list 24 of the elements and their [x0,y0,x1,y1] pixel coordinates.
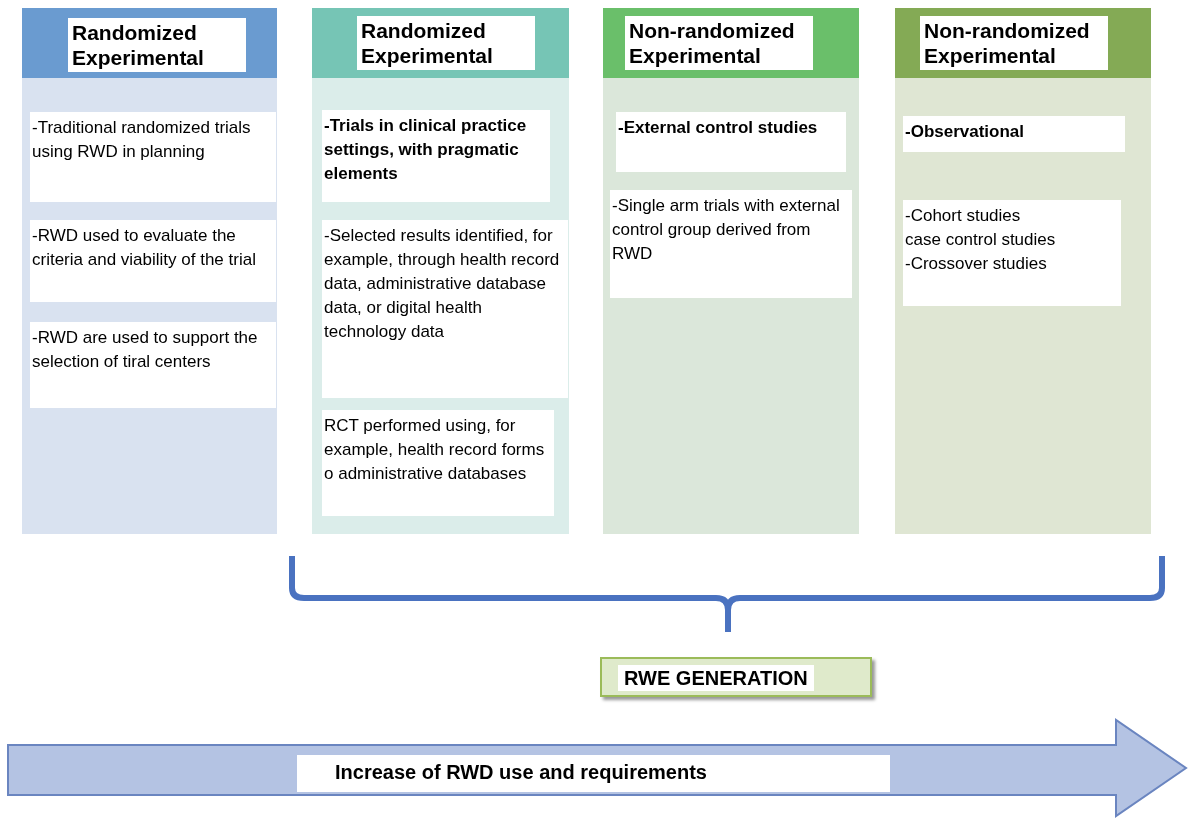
text-card: -External control studies [616,112,846,172]
text-card: -RWD are used to support the selection of tiral centers [30,322,276,408]
arrow-label: Increase of RWD use and requirements [297,755,890,792]
list-item: case control studies [905,229,1057,251]
text-card: -Observational [903,116,1125,152]
column-panel [22,8,277,534]
text-card: -Trials in clinical practice settings, with pragmatic elements [322,110,550,202]
column-heading: Non-randomized Experimental [625,16,813,70]
list-card [903,200,1121,306]
text-card: RCT performed using, for example, health record forms o administrative databases [322,410,554,516]
box-label: RWE GENERATION [618,665,814,691]
column-panel [895,8,1151,534]
column-panel [312,8,569,534]
text-card: -Single arm trials with external control group derived from RWD [610,190,852,298]
text-card: -RWD used to evaluate the criteria and viability of the trial [30,220,276,302]
list-item: -Crossover studies [905,253,1048,275]
column-panel [603,8,859,534]
column-heading: Randomized Experimental [357,16,535,70]
column-heading: Non-randomized Experimental [920,16,1108,70]
text-card: -Selected results identified, for example, through health record data, administrative database data, or digital health technology data [322,220,568,398]
list-item: -Cohort studies [905,205,1022,227]
label-box [600,657,872,697]
column-heading: Randomized Experimental [68,18,246,72]
text-card: -Traditional randomized trials using RWD in planning [30,112,276,202]
